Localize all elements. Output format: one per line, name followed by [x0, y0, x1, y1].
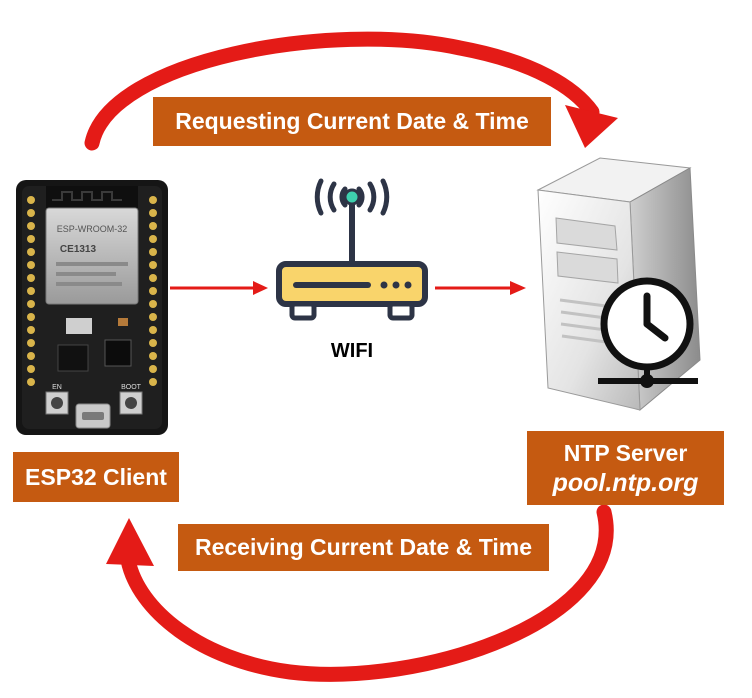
server-tower-icon — [536, 157, 701, 412]
client-label: ESP32 Client — [13, 452, 179, 502]
router-label: WIFI — [331, 340, 373, 362]
server-host: pool.ntp.org — [552, 469, 699, 497]
esp32-board-icon: ESP-WROOM-32 CE1313 EN BOOT — [16, 180, 168, 435]
request-arrow-label: Requesting Current Date & Time — [153, 97, 551, 146]
arrow-board-to-router — [170, 281, 268, 295]
module-brand-text: ESP-WROOM-32 — [57, 224, 128, 234]
receive-arrow-label: Receiving Current Date & Time — [178, 524, 549, 571]
clock-icon — [598, 277, 698, 388]
server-label: NTP Server pool.ntp.org — [527, 431, 724, 505]
server-title: NTP Server — [563, 440, 688, 466]
module-code-text: CE1313 — [60, 244, 97, 255]
wifi-router-icon — [276, 178, 428, 321]
arrow-router-to-server — [435, 281, 526, 295]
boot-button-label: BOOT — [121, 384, 142, 391]
bottom-curved-arrow — [106, 504, 614, 682]
top-curved-arrow — [84, 31, 618, 151]
en-button-label: EN — [52, 384, 62, 391]
